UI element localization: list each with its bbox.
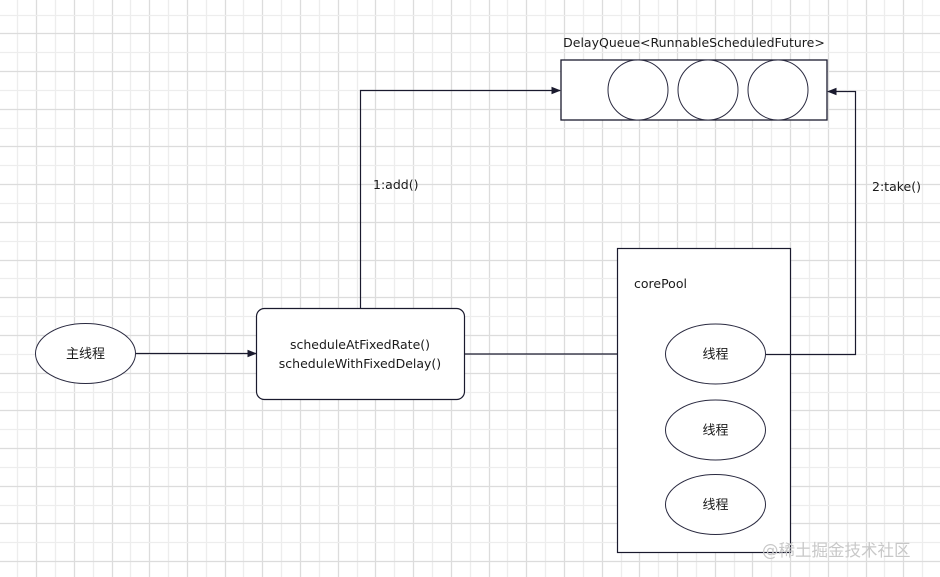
thread-node[interactable] [665,474,766,535]
scheduler-method-fixed-delay: scheduleWithFixedDelay() [279,356,441,371]
queue-slot [677,59,739,121]
thread-label: 线程 [702,424,728,439]
main-thread-label: 主线程 [66,347,105,362]
watermark: @稀土掘金技术社区 [762,541,911,560]
core-pool-title: corePool [634,276,687,291]
thread-node[interactable] [665,323,766,385]
thread-label: 线程 [702,498,728,513]
edge-take [766,87,857,356]
main-thread-node[interactable] [35,323,136,384]
thread-label: 线程 [702,348,728,363]
queue-slot [607,59,669,121]
edge-add-label: 1:add() [373,177,418,192]
queue-slot [747,59,809,121]
edge-take-label: 2:take() [872,179,921,194]
scheduler-node[interactable] [255,307,466,401]
queue-title: DelayQueue<RunnableScheduledFuture> [563,35,825,50]
thread-node[interactable] [665,399,766,461]
scheduler-method-fixed-rate: scheduleAtFixedRate() [290,337,430,352]
edge-add [359,86,561,308]
